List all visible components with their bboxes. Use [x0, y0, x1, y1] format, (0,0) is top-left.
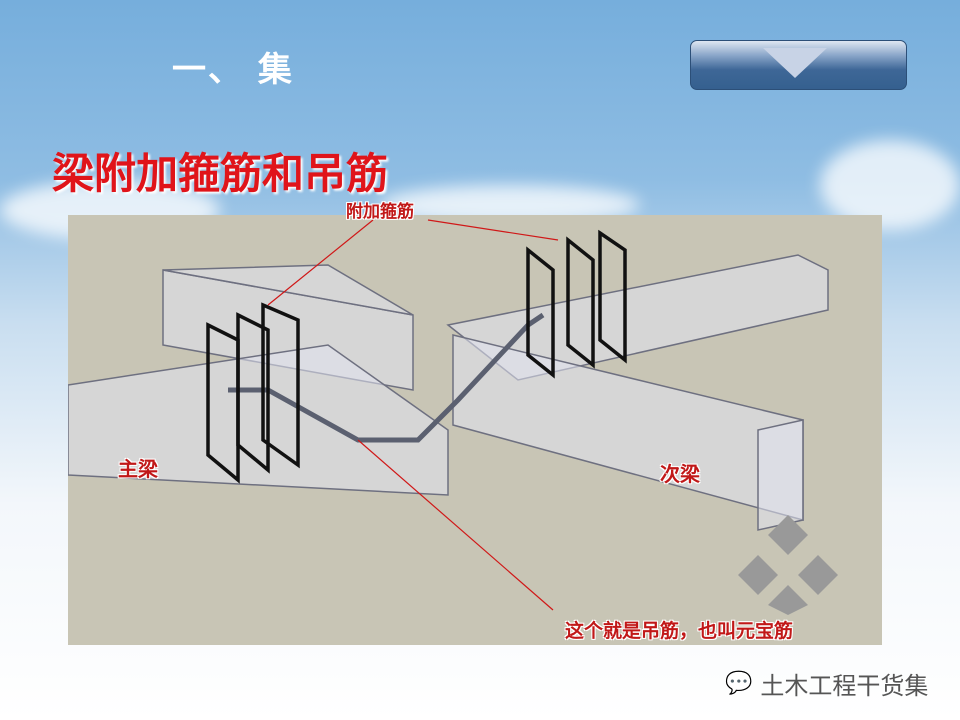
- beam-drawing: [67, 219, 838, 615]
- account-name: 土木工程干货集: [760, 672, 929, 700]
- label-additional-stirrup: 附加箍筋: [346, 202, 414, 222]
- beam-top-left: [162, 264, 414, 316]
- wechat-icon: 💬: [725, 671, 753, 696]
- nav-dropdown-button[interactable]: [690, 40, 907, 90]
- main-beam-left: [67, 344, 449, 496]
- section-title: 一、 集: [172, 50, 294, 90]
- beam-diagram: 附加箍筋 主梁 次梁 这个就是吊筋，也叫元宝筋: [67, 202, 882, 645]
- stirrups: [206, 229, 627, 484]
- leader-lines: [267, 219, 559, 611]
- watermark-logo: [738, 515, 838, 615]
- label-main-beam: 主梁: [118, 457, 158, 481]
- label-secondary-beam: 次梁: [660, 462, 700, 486]
- slide-title: 梁附加箍筋和吊筋: [52, 149, 389, 198]
- main-beam-right: [452, 334, 804, 521]
- main-beam-end: [757, 419, 804, 531]
- triangle-down-icon: [763, 48, 827, 78]
- hanger-bar-caption: 这个就是吊筋，也叫元宝筋: [565, 620, 794, 642]
- footer-account: 💬 土木工程干货集: [725, 666, 928, 701]
